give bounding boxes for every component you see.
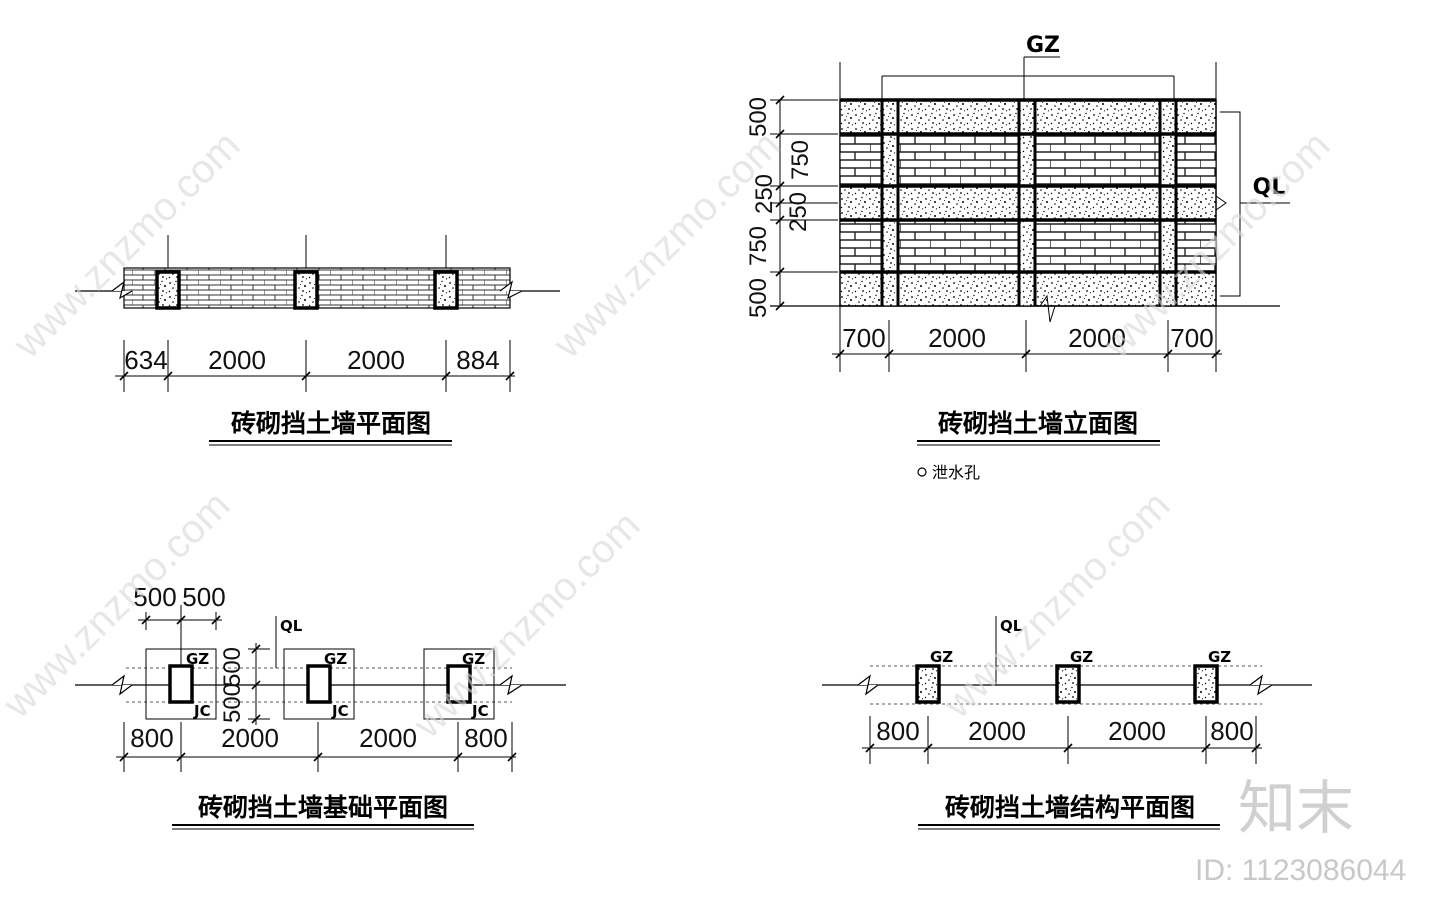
footing-3: [423, 648, 495, 720]
watermark-layer: www.znzmo.com www.znzmo.com www.znzmo.co…: [0, 123, 1406, 887]
struct-gz-2: GZ: [1070, 648, 1093, 666]
found-dim-4: 800: [464, 723, 507, 753]
struct-ql: QL: [1000, 617, 1023, 635]
watermark-brand: 知末: [1238, 774, 1354, 842]
foundation-view: GZ GZ GZ JC JC JC QL 500 500 500 500 800…: [75, 582, 566, 830]
elevation-gz-label: GZ: [1026, 33, 1060, 58]
footing-2: [283, 648, 355, 720]
plan-dim-4: 884: [456, 345, 499, 375]
struct-dim-4: 800: [1210, 716, 1253, 746]
elev-vdim-6: 500: [745, 278, 772, 318]
plan-column-2: [293, 270, 319, 310]
weep-hole-legend: 泄水孔: [932, 463, 980, 482]
plan-column-3: [433, 270, 459, 310]
structure-column-2: [1055, 664, 1081, 704]
elev-vdim-3: 250: [751, 174, 778, 214]
weep-hole-icon: [917, 467, 927, 477]
elev-hdim-2: 2000: [928, 323, 986, 353]
found-top-dim-1: 500: [133, 582, 176, 612]
elevation-title: 砖砌挡土墙立面图: [938, 409, 1138, 438]
found-jc-2: JC: [331, 702, 349, 720]
plan-dim-3: 2000: [347, 345, 405, 375]
foundation-column-2: [306, 664, 332, 704]
struct-gz-3: GZ: [1208, 648, 1231, 666]
elev-hdim-1: 700: [842, 323, 885, 353]
elev-vdim-4: 250: [785, 192, 812, 232]
elev-vdim-1: 500: [745, 97, 772, 137]
found-gz-2: GZ: [324, 650, 347, 668]
found-ql: QL: [280, 617, 303, 635]
found-dim-2: 2000: [221, 723, 279, 753]
found-top-dim-2: 500: [182, 582, 225, 612]
found-vdim-2: 500: [219, 683, 246, 723]
structure-view: GZ GZ GZ QL 800 2000 2000 800 砖砌挡土墙结构平面图: [822, 616, 1312, 830]
plan-break-right: [499, 280, 523, 300]
structure-column-3: [1193, 664, 1219, 704]
elev-vdim-5: 750: [745, 226, 772, 266]
elev-hdim-4: 700: [1170, 323, 1213, 353]
plan-dim-2: 2000: [208, 345, 266, 375]
foundation-column-1: [168, 664, 194, 704]
plan-view: 634 2000 2000 884 砖砌挡土墙平面图: [75, 235, 560, 446]
struct-dim-2: 2000: [968, 716, 1026, 746]
found-vdim-1: 500: [219, 647, 246, 687]
struct-dim-1: 800: [876, 716, 919, 746]
struct-dim-3: 2000: [1108, 716, 1166, 746]
found-jc-1: JC: [193, 702, 211, 720]
found-gz-3: GZ: [462, 650, 485, 668]
plan-break-left: [111, 280, 133, 300]
watermark-id: ID: 1123086044: [1195, 854, 1406, 887]
watermark-text-1: www.znzmo.com: [5, 123, 249, 367]
found-dim-1: 800: [130, 723, 173, 753]
elev-vdim-2: 750: [787, 140, 814, 180]
found-gz-1: GZ: [186, 650, 209, 668]
foundation-title: 砖砌挡土墙基础平面图: [198, 793, 448, 822]
plan-column-1: [155, 270, 181, 310]
plan-dim-1: 634: [124, 345, 167, 375]
plan-title: 砖砌挡土墙平面图: [231, 409, 431, 438]
struct-gz-1: GZ: [930, 648, 953, 666]
structure-column-1: [915, 664, 941, 704]
found-dim-3: 2000: [359, 723, 417, 753]
foundation-column-3: [446, 664, 472, 704]
elevation-ql-label: QL: [1253, 175, 1286, 200]
found-jc-3: JC: [471, 702, 489, 720]
elev-hdim-3: 2000: [1068, 323, 1126, 353]
watermark-text-5: www.znzmo.com: [405, 503, 649, 747]
structure-title: 砖砌挡土墙结构平面图: [945, 793, 1195, 822]
elevation-view: GZ QL 500 750 250 250 750 500 700 2000 2…: [745, 33, 1290, 482]
